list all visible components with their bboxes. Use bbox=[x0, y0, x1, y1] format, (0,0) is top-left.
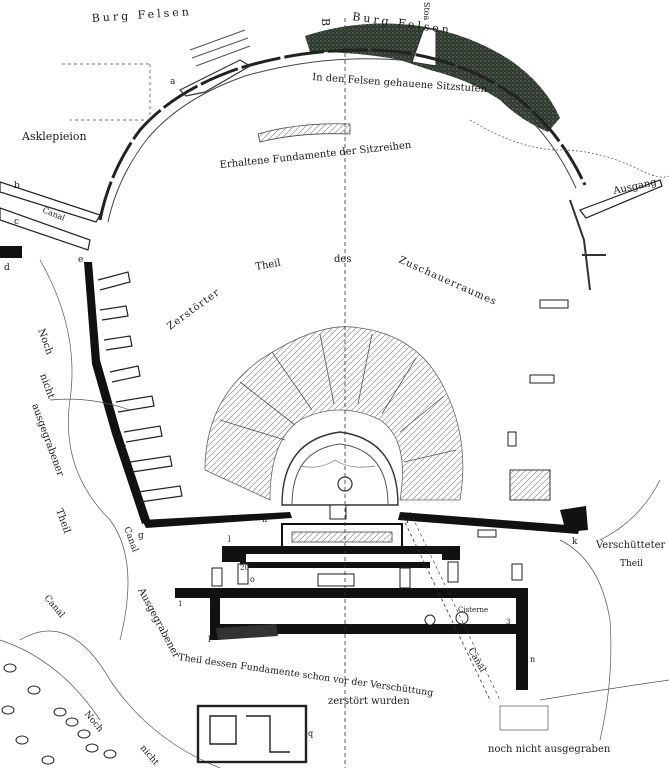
stage-front-wall bbox=[142, 512, 292, 528]
letter-c: c bbox=[14, 217, 19, 227]
stage-front-wall-right bbox=[398, 512, 580, 534]
preserved-seat-foundations bbox=[257, 123, 351, 143]
canal-wall-left bbox=[0, 207, 91, 251]
dotted-boundary bbox=[62, 63, 151, 121]
number-1: 1 bbox=[178, 600, 182, 608]
label-verschuetteter: Verschütteter bbox=[595, 540, 666, 551]
rubble-bottom-right bbox=[499, 705, 549, 731]
label-des: des bbox=[334, 254, 351, 265]
ausgang-wall bbox=[579, 179, 663, 219]
auditorium-outer-wall-inner bbox=[107, 58, 577, 223]
label-zuschauerraumes: Zuschauerraumes bbox=[397, 255, 499, 308]
canal-diagonal bbox=[399, 511, 491, 701]
block-5 bbox=[329, 504, 347, 520]
label-preserved-foundations: Erhaltene Fundamente der Sitzreihen bbox=[219, 140, 412, 171]
letter-f: f bbox=[122, 445, 126, 455]
label-b-top: B bbox=[319, 18, 332, 26]
label-asklepieion: Asklepieion bbox=[21, 130, 87, 143]
letter-i: i bbox=[406, 516, 409, 525]
stage-building bbox=[211, 523, 523, 589]
number-2: 2 bbox=[210, 600, 214, 608]
label-canal-right: Canal bbox=[465, 647, 487, 675]
lower-building bbox=[196, 704, 308, 764]
stage-right-corner bbox=[560, 506, 588, 532]
number-20: 20 bbox=[240, 564, 249, 572]
terrain-contours bbox=[0, 259, 669, 768]
canal-diagonal-2 bbox=[409, 511, 501, 701]
letter-k: k bbox=[572, 537, 578, 547]
letter-b: b bbox=[14, 181, 20, 191]
block-2 bbox=[539, 299, 569, 309]
label-noch-nicht-ausgegraben: noch nicht ausgegraben bbox=[488, 744, 611, 755]
left-retaining-wall bbox=[84, 262, 150, 524]
upper-left-steps bbox=[189, 29, 251, 67]
label-nicht-bottom: nicht bbox=[138, 744, 161, 768]
label-theil-left: Theil bbox=[53, 507, 72, 535]
stone-markers bbox=[1, 663, 117, 765]
orchestra-pavement bbox=[299, 459, 376, 468]
letter-h: h bbox=[262, 515, 267, 524]
label-ausgegrabener-bottom: Ausgegrabener bbox=[135, 585, 182, 660]
label-cisterne: Cisterne bbox=[458, 606, 488, 614]
right-passage bbox=[569, 199, 606, 291]
block-4 bbox=[477, 529, 497, 538]
letter-a: a bbox=[170, 77, 176, 87]
cistern-1 bbox=[424, 614, 436, 626]
orchestra-ring bbox=[291, 443, 389, 506]
right-rubble bbox=[469, 119, 669, 178]
buttresses bbox=[97, 271, 183, 503]
letter-e: e bbox=[78, 255, 83, 265]
label-ausgegrabener: ausgegrabener bbox=[29, 402, 66, 478]
auditorium-outer-wall bbox=[98, 48, 587, 221]
letter-g: g bbox=[138, 531, 144, 541]
letter-p: p bbox=[208, 633, 213, 642]
ruins-right bbox=[509, 469, 551, 501]
asklepieion-wall bbox=[0, 181, 101, 223]
letter-d: d bbox=[4, 263, 10, 273]
label-nicht: nicht bbox=[37, 372, 56, 400]
label-stoa: Stoa bbox=[422, 2, 431, 21]
label-noch: Noch bbox=[35, 327, 55, 356]
orchestra bbox=[281, 431, 399, 506]
letter-q: q bbox=[308, 729, 313, 738]
foundation-wall-5 bbox=[216, 624, 278, 640]
cavea-radial-stairs bbox=[219, 333, 457, 463]
cavea-seating bbox=[204, 326, 464, 501]
label-canal-left-low: Canal bbox=[42, 594, 67, 621]
rock-outcrop bbox=[305, 23, 560, 133]
upper-left-wall bbox=[178, 59, 252, 97]
label-theil-bottom: Theil dessen Fundamente schon vor der Ve… bbox=[178, 652, 434, 699]
block-d bbox=[0, 246, 22, 258]
foundation-wall-2 bbox=[220, 624, 516, 634]
letter-n: n bbox=[530, 655, 535, 664]
letter-o: o bbox=[250, 575, 255, 584]
letter-l: l bbox=[228, 535, 231, 544]
block-1 bbox=[529, 374, 555, 384]
foundation-wall-1 bbox=[175, 588, 526, 598]
block-3 bbox=[507, 431, 517, 447]
label-zerstoert-wurden: zerstört wurden bbox=[328, 696, 410, 707]
letter-m: m bbox=[438, 545, 446, 554]
label-theil: Theil bbox=[255, 258, 282, 273]
number-3: 3 bbox=[506, 618, 510, 626]
label-burg-felsen-left: Burg Felsen bbox=[91, 5, 192, 25]
foundation-wall-4 bbox=[516, 588, 528, 690]
label-theil-right: Theil bbox=[620, 559, 643, 569]
label-zerstoerter: Zerstörter bbox=[165, 287, 222, 333]
